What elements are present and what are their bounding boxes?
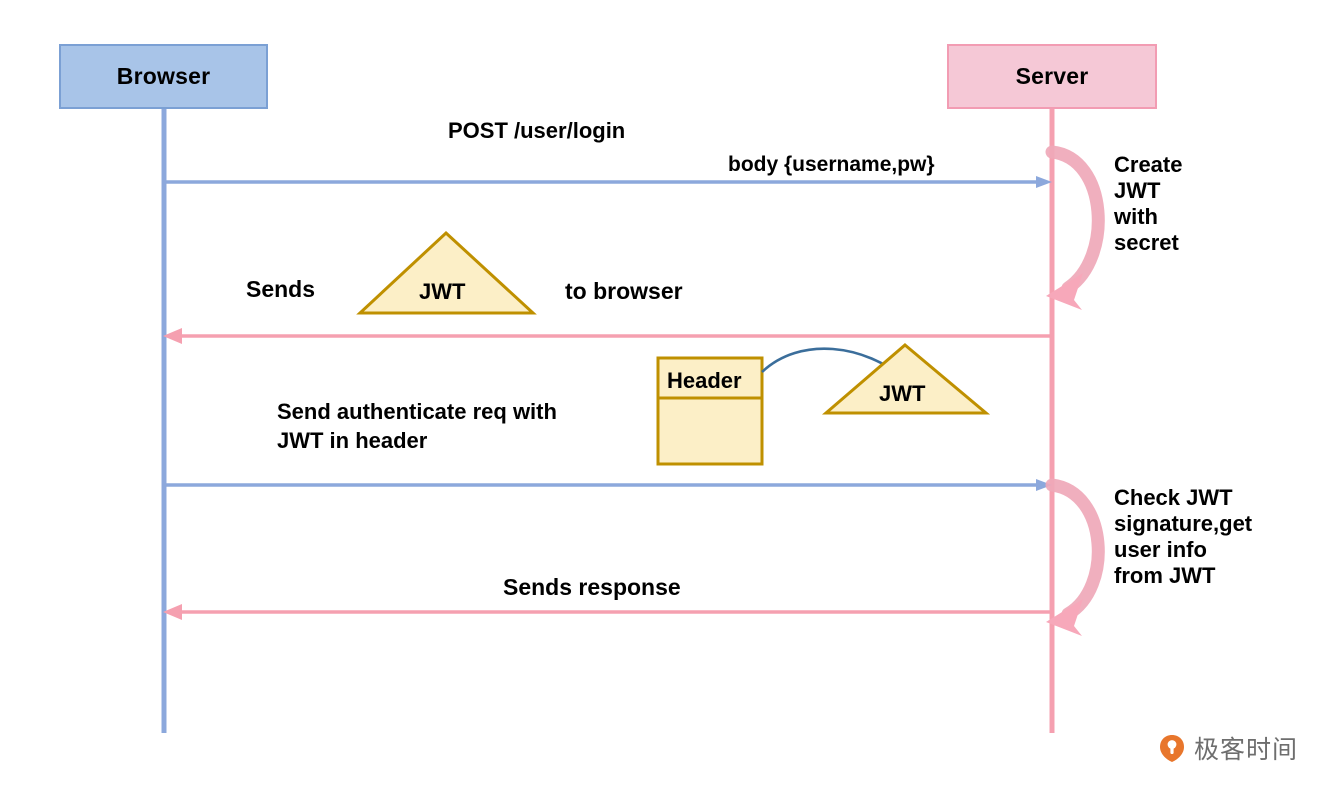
arrowhead-auth-request [1036, 479, 1052, 491]
message-label-auth-request: Send authenticate req with JWT in header [277, 399, 557, 453]
self-loop-check-jwt [1045, 478, 1105, 636]
note-check-jwt: Check JWT signature,get user info from J… [1114, 485, 1253, 588]
watermark-text: 极客时间 [1194, 735, 1299, 764]
message-label-post-login: POST /user/login [448, 118, 626, 143]
self-loop-create-jwt [1045, 145, 1105, 310]
watermark: 极客时间 [1157, 730, 1298, 766]
message-label-body: body {username,pw} [728, 153, 935, 176]
jwt-triangle-2-shape [821, 343, 991, 415]
message-label-sends-suffix: to browser [565, 278, 683, 304]
geektime-logo-icon [1160, 735, 1184, 762]
note-create-jwt: Create JWT with secret [1114, 152, 1183, 255]
jwt-triangle-2-label: JWT [879, 381, 926, 406]
header-box-shape [656, 356, 764, 466]
participant-browser[interactable]: Browser [59, 44, 268, 109]
arrowhead-final-response [163, 604, 182, 620]
arrowhead-login-request [1036, 176, 1052, 188]
participant-server[interactable]: Server [947, 44, 1157, 109]
message-label-sends-prefix: Sends [246, 276, 316, 302]
message-label-sends-response: Sends response [503, 574, 681, 600]
arrowhead-jwt-response [163, 328, 182, 344]
jwt-triangle-1-shape [356, 230, 537, 315]
jwt-triangle-1-label: JWT [419, 279, 466, 304]
header-box-label: Header [667, 368, 742, 393]
